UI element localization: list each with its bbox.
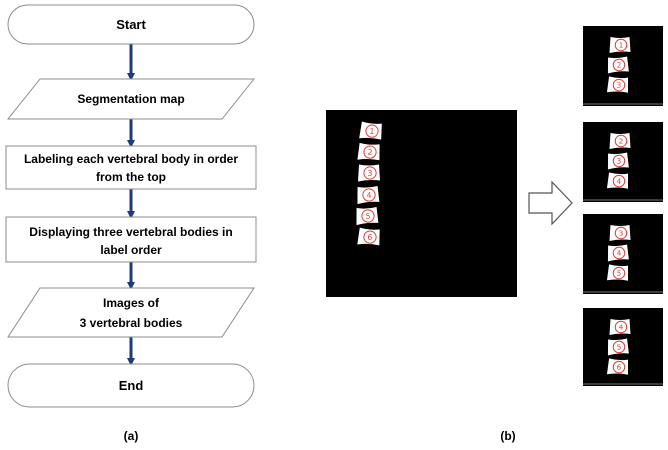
output-panel-4-vertebra-1: 4 xyxy=(609,319,631,335)
label-ring xyxy=(614,226,628,240)
vertebra-number: 1 xyxy=(619,41,624,50)
output-panel-4-vertebra-3: 6 xyxy=(606,358,629,375)
vertebra-number: 5 xyxy=(365,212,370,221)
output-panel-1-vertebra-1: 1 xyxy=(609,37,631,53)
segmentation-label: Segmentation map xyxy=(77,92,184,106)
label-ring xyxy=(612,78,626,92)
output-panel-2-vertebra-2: 3 xyxy=(607,152,629,170)
main-vertebra-2: 2 xyxy=(357,142,380,161)
label-ring xyxy=(362,188,376,202)
output-panel-3-vertebra-2: 4 xyxy=(607,244,629,262)
output-panel-1-vertebra-3: 3 xyxy=(606,76,629,93)
output-panel-2-vertebra-3: 4 xyxy=(606,172,629,189)
label-ring xyxy=(363,230,377,244)
images-label-line1: Images of xyxy=(103,296,160,310)
end-label: End xyxy=(119,378,144,393)
vertebra-number: 1 xyxy=(369,127,375,136)
segmentation-panel: 1 2 3 4 5 6 xyxy=(326,110,517,297)
flowchart: Start Segmentation map Labeling each ver… xyxy=(5,4,257,408)
label-ring xyxy=(612,266,626,280)
vertebra-number: 3 xyxy=(616,156,621,165)
vertebra-number: 3 xyxy=(619,229,624,238)
vertebra-number: 3 xyxy=(368,169,373,178)
images-output xyxy=(7,287,255,338)
labeling-label-line2: from the top xyxy=(96,170,166,184)
label-ring xyxy=(363,145,377,159)
start-terminator xyxy=(7,4,255,45)
output-panel-3-vertebra-1: 3 xyxy=(609,225,631,241)
display-process xyxy=(5,216,257,263)
output-panel-3-vertebra-3: 5 xyxy=(606,264,629,281)
output-panels: 1 2 3 2 3 4 3 4 5 4 5 6 xyxy=(583,26,663,386)
label-ring xyxy=(361,209,375,223)
output-panel-4: 4 5 6 xyxy=(583,308,663,386)
label-ring xyxy=(612,340,626,354)
vertebra-number: 6 xyxy=(367,233,373,242)
label-ring xyxy=(363,166,377,180)
display-label-line1: Displaying three vertebral bodies in xyxy=(29,225,232,239)
images-label-line2: 3 vertebral bodies xyxy=(80,316,183,330)
main-image-panel xyxy=(326,110,517,297)
label-ring xyxy=(612,154,626,168)
main-vertebra-3: 3 xyxy=(358,164,380,182)
vertebra-number: 3 xyxy=(616,81,621,90)
output-panel-2: 2 3 4 xyxy=(583,122,663,202)
vertebra-number: 2 xyxy=(619,137,624,146)
main-vertebra-4: 4 xyxy=(357,185,380,205)
main-vertebra-5: 5 xyxy=(356,206,379,226)
end-terminator xyxy=(7,363,255,408)
segmentation-input xyxy=(6,78,256,120)
label-ring xyxy=(612,174,626,188)
label-ring xyxy=(612,360,626,374)
display-label-line2: label order xyxy=(100,243,162,257)
labeling-label-line1: Labeling each vertebral body in order xyxy=(24,152,238,166)
vertebra-number: 2 xyxy=(367,148,373,157)
output-panel-3: 3 4 5 xyxy=(583,214,663,294)
vertebra-number: 6 xyxy=(616,363,622,372)
labeling-process xyxy=(5,145,257,190)
hollow-right-arrow xyxy=(528,180,573,226)
caption-b: (b) xyxy=(500,429,515,443)
label-ring xyxy=(614,38,628,52)
vertebra-number: 2 xyxy=(616,60,621,69)
vertebra-number: 5 xyxy=(616,342,621,351)
output-panel-4-vertebra-2: 5 xyxy=(607,338,629,356)
vertebra-number: 5 xyxy=(616,269,621,278)
output-panel-2-vertebra-1: 2 xyxy=(609,133,631,149)
vertebra-number: 4 xyxy=(616,248,621,257)
main-vertebra-1: 1 xyxy=(359,121,382,140)
output-panel-1: 1 2 3 xyxy=(583,26,663,106)
label-ring xyxy=(614,320,628,334)
main-vertebra-6: 6 xyxy=(357,227,380,246)
start-label: Start xyxy=(116,17,146,32)
caption-a: (a) xyxy=(124,429,139,443)
vertebra-number: 4 xyxy=(366,191,371,200)
vertebra-number: 4 xyxy=(619,323,624,332)
label-ring xyxy=(612,58,626,72)
label-ring xyxy=(612,246,626,260)
label-ring xyxy=(365,124,379,138)
output-panel-1-vertebra-2: 2 xyxy=(607,56,629,74)
main-vertebrae: 1 2 3 4 5 6 xyxy=(356,121,382,246)
vertebra-number: 4 xyxy=(616,177,622,186)
label-ring xyxy=(614,134,628,148)
